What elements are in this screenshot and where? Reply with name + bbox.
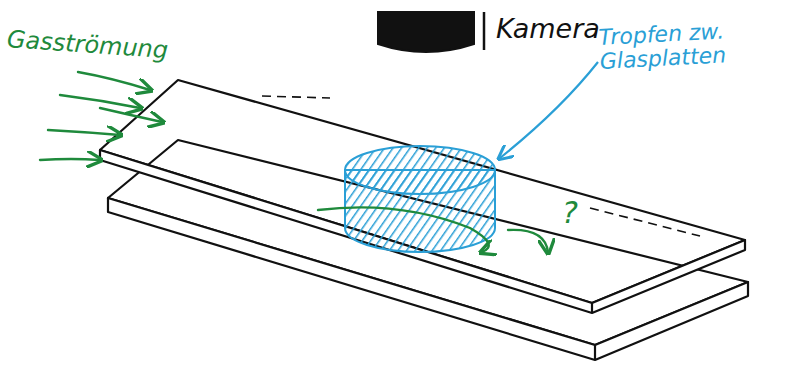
lower-glass-plate bbox=[108, 140, 748, 360]
gas-flow-arrows bbox=[40, 72, 548, 252]
droplet bbox=[345, 146, 495, 252]
camera-label: Kamera bbox=[496, 14, 600, 44]
camera: Kamera bbox=[372, 4, 612, 62]
question-mark: ? bbox=[562, 196, 592, 229]
droplet-label: Tropfen zw. Glasplatten bbox=[598, 17, 770, 74]
flow-label: Gasströmung bbox=[6, 26, 187, 65]
upper-glass-plate bbox=[100, 80, 745, 313]
leader-line bbox=[500, 62, 598, 158]
